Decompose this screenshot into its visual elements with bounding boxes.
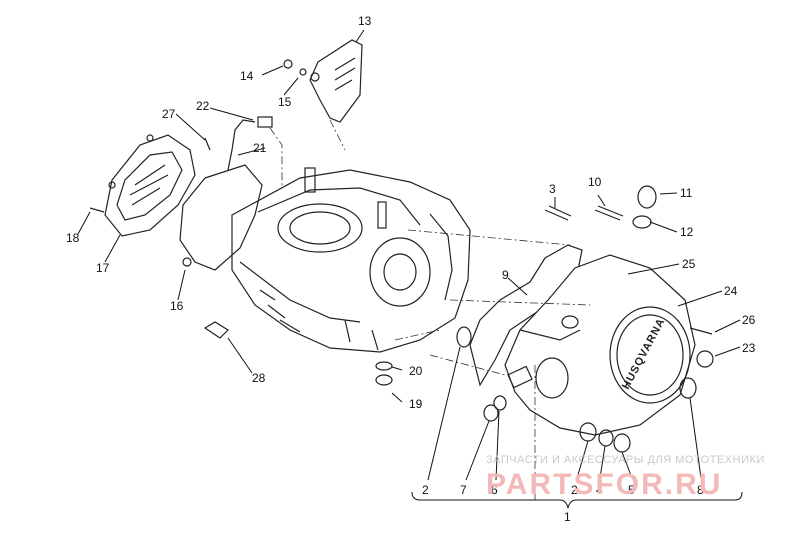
callout-27: 27 (162, 107, 176, 121)
callout-14: 14 (240, 69, 254, 83)
callout-6: 6 (491, 483, 498, 497)
bolt-3 (544, 205, 572, 221)
right-cover-gasket (469, 244, 583, 387)
callout-13: 13 (358, 14, 372, 28)
callout-15: 15 (278, 95, 292, 109)
watermark: ЗАПЧАСТИ И АКСЕССУАРЫ ДЛЯ МОТОТЕХНИКИ PA… (486, 454, 765, 501)
o-ring-12 (632, 215, 652, 229)
callout-4: 4 (596, 483, 603, 497)
callout-23: 23 (742, 341, 756, 355)
callout-12: 12 (680, 225, 694, 239)
bolt-18 (89, 207, 105, 213)
bolt-26 (689, 327, 713, 335)
seal-8 (679, 377, 697, 399)
callout-7: 7 (460, 483, 467, 497)
callout-5: 5 (628, 483, 635, 497)
callout-21: 21 (253, 141, 267, 155)
oil-seal-left (456, 326, 472, 348)
drain-washer (375, 361, 393, 371)
callout-3: 3 (549, 182, 556, 196)
callout-28: 28 (252, 371, 266, 385)
seal-7 (483, 404, 499, 422)
callout-17: 17 (96, 261, 110, 275)
callout-numbers: 13 14 15 27 22 21 18 17 16 28 20 19 9 3 … (66, 14, 756, 524)
callout-18: 18 (66, 231, 80, 245)
clamp-28 (203, 321, 229, 339)
bolt-10 (594, 205, 624, 221)
crankcase (231, 167, 471, 353)
callout-16: 16 (170, 299, 184, 313)
sprocket-guard (309, 39, 363, 123)
breather-hose (227, 119, 256, 171)
callout-10: 10 (588, 175, 602, 189)
callout-22: 22 (196, 99, 210, 113)
callout-20: 20 (409, 364, 423, 378)
callout-19: 19 (409, 397, 423, 411)
callout-1: 1 (564, 510, 571, 524)
watermark-site: PARTSFOR.RU (486, 468, 722, 501)
watermark-tagline: ЗАПЧАСТИ И АКСЕССУАРЫ ДЛЯ МОТОТЕХНИКИ (486, 454, 765, 466)
callout-9: 9 (502, 268, 509, 282)
callout-2-left: 2 (422, 483, 429, 497)
seal-6 (493, 395, 507, 411)
drain-plug (375, 374, 393, 386)
group-bracket (411, 491, 743, 509)
seal-4 (598, 429, 614, 447)
leader-lines (77, 29, 741, 481)
assembly-lines (269, 119, 591, 500)
callout-25: 25 (682, 257, 696, 271)
bolt-27 (204, 137, 211, 151)
seal-5 (613, 433, 631, 453)
callout-2-right: 2 (571, 483, 578, 497)
left-side-cover (104, 134, 196, 237)
plug-23 (696, 350, 714, 368)
callout-11: 11 (680, 186, 693, 200)
oil-filler-cap (637, 185, 657, 209)
right-engine-cover: HUSQVARNA (504, 254, 696, 436)
callout-24: 24 (724, 284, 738, 298)
callout-26: 26 (742, 313, 756, 327)
callout-8: 8 (697, 483, 704, 497)
left-cover-gasket (179, 164, 263, 271)
